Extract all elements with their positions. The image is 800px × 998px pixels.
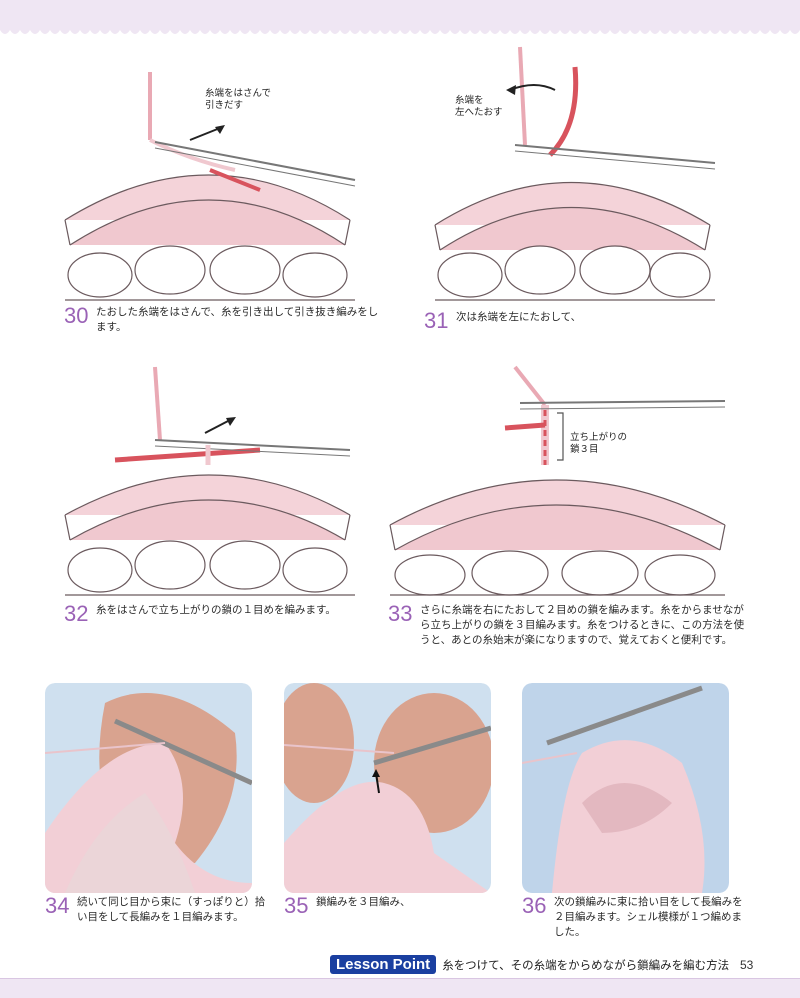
illustration-30 xyxy=(64,72,356,301)
step-text: 鎖編みを３目編み、 xyxy=(316,896,411,908)
step-33: 33 さらに糸端を右にたおして２目めの鎖を編みます。糸をからませながら立ち上がり… xyxy=(388,603,748,648)
step-text: さらに糸端を右にたおして２目めの鎖を編みます。糸をからませながら立ち上がりの鎖を… xyxy=(420,604,745,646)
lesson-title: 糸をつけて、その糸端をからめながら鎖編みを編む方法 xyxy=(442,957,730,972)
photo-34 xyxy=(45,683,252,893)
step-34: 34 続いて同じ目から束に（すっぽりと）拾い目をして長編みを１目編みます。 xyxy=(45,895,275,925)
step-30: 30 たおした糸端をはさんで、糸を引き出して引き抜き編みをします。 xyxy=(64,305,384,335)
step-number: 30 xyxy=(64,303,89,328)
step-number: 31 xyxy=(424,308,449,333)
lesson-point: Lesson Point 糸をつけて、その糸端をからめながら鎖編みを編む方法 xyxy=(330,955,729,974)
step-number: 34 xyxy=(45,893,70,918)
lesson-badge: Lesson Point xyxy=(330,955,437,974)
step-text: たおした糸端をはさんで、糸を引き出して引き抜き編みをします。 xyxy=(96,306,379,333)
step-number: 36 xyxy=(522,893,547,918)
scallop-border xyxy=(0,24,800,34)
illustration-31 xyxy=(434,46,716,301)
step-32: 32 糸をはさんで立ち上がりの鎖の１目めを編みます。 xyxy=(64,603,384,625)
photo-36 xyxy=(522,683,729,893)
step-36: 36 次の鎖編みに束に拾い目をして長編みを２目編みます。シェル模様が１つ編めまし… xyxy=(522,895,752,940)
callout-33: 立ち上がりの 鎖３目 xyxy=(570,432,628,455)
step-text: 糸をはさんで立ち上がりの鎖の１目めを編みます。 xyxy=(96,604,336,616)
illustration-33 xyxy=(389,365,726,596)
bottom-band xyxy=(0,978,800,998)
callout-31: 糸端を 左へたおす xyxy=(455,95,503,118)
step-text: 次は糸端を左にたおして、 xyxy=(456,311,582,323)
page-number: 53 xyxy=(740,958,754,972)
photo-35 xyxy=(284,683,491,893)
step-text: 次の鎖編みに束に拾い目をして長編みを２目編みます。シェル模様が１つ編めました。 xyxy=(554,896,743,938)
step-number: 32 xyxy=(64,601,89,626)
step-35: 35 鎖編みを３目編み、 xyxy=(284,895,514,917)
illustration-32 xyxy=(64,366,355,596)
callout-30: 糸端をはさんで 引きだす xyxy=(205,88,272,111)
step-31: 31 次は糸端を左にたおして、 xyxy=(424,310,754,332)
step-number: 33 xyxy=(388,601,413,626)
step-text: 続いて同じ目から束に（すっぽりと）拾い目をして長編みを１目編みます。 xyxy=(77,896,266,923)
step-number: 35 xyxy=(284,893,309,918)
